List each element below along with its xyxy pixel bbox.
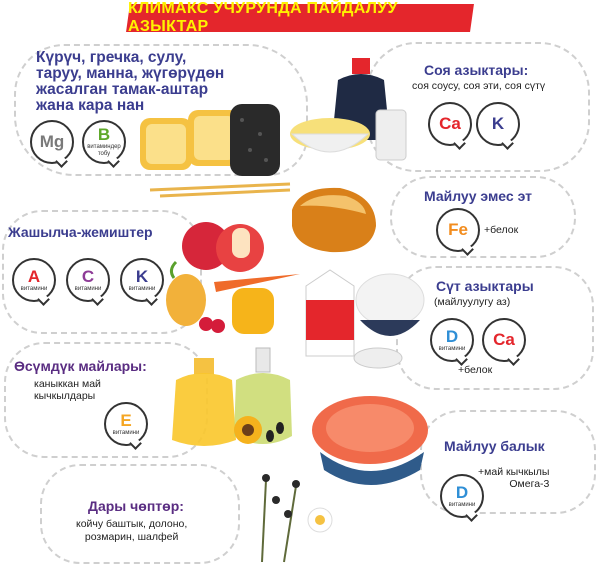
dairy-note: +белок: [458, 364, 493, 376]
badge-caption: витамини: [20, 285, 48, 292]
mg-badge: Mg: [30, 120, 74, 164]
fruits-vegetables-icon: [166, 222, 300, 334]
grains-line: жасалган тамак-аштар: [36, 81, 209, 98]
herbs-line: розмарин, шалфей: [84, 531, 179, 543]
fe-badge: Fe: [436, 208, 480, 252]
vitamin-d-badge: D витамини: [430, 318, 474, 362]
badge-letter: A: [27, 266, 41, 286]
wheat-icon: [149, 182, 291, 198]
herbs-items: койчу баштык, долоно, розмарин, шалфей: [76, 518, 187, 544]
vitamin-e-badge: E витамини: [104, 402, 148, 446]
oils-items: каныккан май кычкылдары: [34, 378, 101, 402]
meat-heading: Майлуу эмес эт: [424, 188, 532, 204]
badge-caption: витамини: [74, 285, 102, 292]
vitamin-b-badge: B витаминдер тобу: [82, 120, 126, 164]
oils-heading: Өсүмдүк майлары:: [14, 358, 147, 374]
grains-line: Күрүч, гречка, сулу,: [36, 49, 187, 66]
herbs-section: [40, 464, 240, 564]
soy-heading: Соя азыктары:: [424, 62, 529, 78]
badge-letter: Mg: [39, 132, 65, 151]
fish-heading: Майлуу балык: [444, 438, 545, 454]
fish-note-line: +май кычкылы: [478, 466, 550, 478]
badge-caption: витамини: [438, 345, 466, 352]
badge-letter: C: [81, 266, 95, 286]
oils-line: каныккан май: [34, 378, 101, 390]
meat-section: [390, 176, 576, 258]
fish-note: +май кычкылы Омега-3: [478, 466, 549, 490]
fruits-heading: Жашылча-жемиштер: [8, 224, 153, 240]
vitamin-k-badge: K витамини: [120, 258, 164, 302]
herbs-line: койчу баштык, долоно,: [76, 518, 188, 530]
oils-line: кычкылдары: [34, 390, 96, 402]
grains-section: [14, 44, 308, 176]
dairy-subheading: (майлуулугу аз): [434, 296, 511, 308]
soy-sauce-icon: [290, 58, 407, 161]
fruits-section: [2, 210, 202, 334]
k-badge: K: [476, 102, 520, 146]
ca-badge: Ca: [482, 318, 526, 362]
badge-caption: витамини: [448, 501, 476, 508]
badge-letter: K: [491, 114, 505, 133]
grains-line: таруу, манна, жүгөрүдөн: [36, 65, 225, 82]
herbs-icon: [261, 474, 333, 563]
badge-caption: витамини: [128, 285, 156, 292]
badge-letter: K: [135, 266, 149, 286]
soy-items: соя соусу, соя эти, соя сүтү: [412, 80, 546, 92]
badge-caption: витамини: [112, 429, 140, 436]
fish-note-line: Омега-3: [509, 478, 550, 490]
vitamin-c-badge: C витамини: [66, 258, 110, 302]
meat-icon: [292, 187, 376, 253]
badge-letter: D: [445, 326, 459, 346]
bread-icon: [140, 104, 280, 176]
vitamin-a-badge: A витамини: [12, 258, 56, 302]
ca-badge: Ca: [428, 102, 472, 146]
meat-note: +белок: [484, 224, 519, 236]
vitamin-d-badge: D витамини: [440, 474, 484, 518]
badge-letter: Ca: [493, 330, 515, 349]
dairy-heading: Сүт азыктары: [436, 278, 534, 294]
fish-icon: [312, 396, 428, 485]
badge-letter: Fe: [448, 220, 468, 239]
badge-letter: D: [455, 482, 469, 502]
grains-text: Күрүч, гречка, сулу, таруу, манна, жүгөр…: [36, 50, 224, 114]
badge-letter: E: [120, 410, 132, 430]
oil-bottles-icon: [172, 347, 292, 446]
badge-caption: витаминдер тобу: [87, 144, 121, 157]
badge-letter: B: [97, 125, 111, 144]
badge-letter: Ca: [439, 114, 461, 133]
grains-line: жана кара нан: [36, 97, 145, 114]
dairy-icon: [305, 269, 425, 369]
herbs-heading: Дары чөптөр:: [88, 498, 184, 514]
